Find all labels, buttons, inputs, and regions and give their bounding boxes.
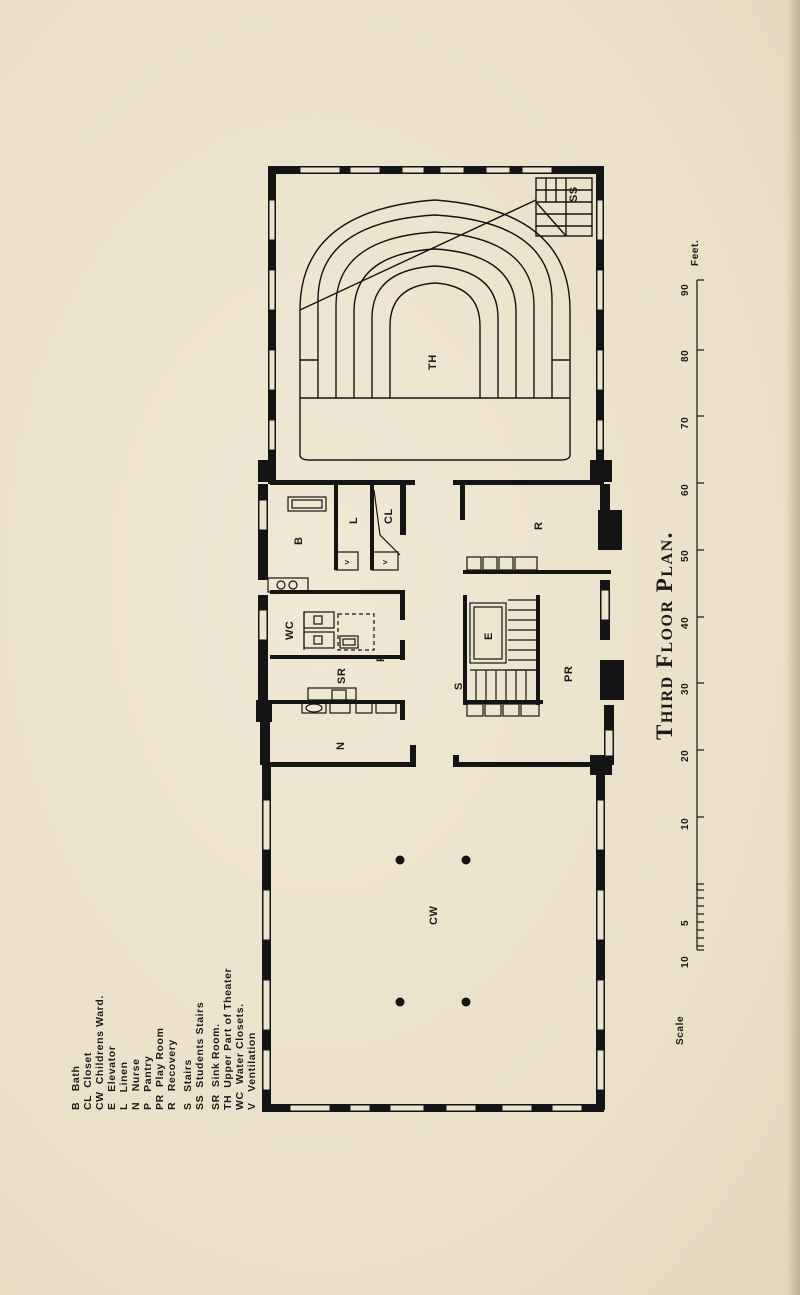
legend-item-ventilation: V Ventilation bbox=[246, 1032, 258, 1110]
interior-walls bbox=[270, 480, 611, 767]
scale-label: Scale bbox=[675, 1015, 686, 1045]
room-label-play-room: PR bbox=[563, 665, 575, 682]
room-label-bath: B bbox=[293, 536, 305, 545]
scale-tick-label: 10 bbox=[680, 817, 691, 830]
legend-item-recovery: R Recovery bbox=[166, 1039, 178, 1110]
scale-tick-label: 90 bbox=[680, 283, 691, 296]
scale-tick-label: 40 bbox=[680, 616, 691, 629]
scale-bar bbox=[696, 279, 704, 951]
scale-tick-label: 5 bbox=[680, 919, 691, 926]
outer-walls bbox=[256, 166, 624, 1112]
room-label-recovery: R bbox=[533, 521, 545, 530]
plan-title: Third Floor Plan. bbox=[652, 531, 677, 740]
legend-item-pantry: P Pantry bbox=[142, 1055, 154, 1110]
legend-item-linen: L Linen bbox=[118, 1061, 130, 1110]
scale-unit: Feet. bbox=[690, 239, 701, 266]
childrens-ward-columns bbox=[395, 855, 471, 1007]
theater-seating bbox=[299, 177, 593, 461]
scale-tick-label: 80 bbox=[680, 349, 691, 362]
scale-tick-label: 50 bbox=[680, 549, 691, 562]
legend-item-closet: CL Closet bbox=[82, 1052, 94, 1110]
legend-item-students-stairs: SS Students Stairs bbox=[194, 1001, 206, 1110]
page-edge-shadow bbox=[786, 0, 800, 1295]
room-label-linen: L bbox=[348, 516, 360, 524]
legend-item-elevator: E Elevator bbox=[106, 1045, 118, 1110]
room-label-stairs: S bbox=[453, 682, 465, 690]
legend-item-water-closets: WC Water Closets. bbox=[234, 1003, 246, 1110]
room-label-water-closets: WC bbox=[284, 620, 296, 640]
legend-item-stairs: S Stairs bbox=[182, 1059, 194, 1110]
room-label-childrens-ward: CW bbox=[428, 905, 440, 925]
scale-tick-label: 70 bbox=[680, 416, 691, 429]
room-label-students-stairs: SS bbox=[568, 186, 580, 202]
legend-item-sink-room: SR Sink Room. bbox=[210, 1023, 222, 1110]
scale-tick-label: 10 bbox=[680, 955, 691, 968]
legend-item-bath: B Bath bbox=[70, 1065, 82, 1110]
room-label-sink-room: SR bbox=[336, 667, 348, 684]
room-label-pantry: P bbox=[375, 654, 387, 662]
room-label-elevator: E bbox=[483, 632, 495, 640]
room-fixtures: > > bbox=[267, 489, 540, 717]
windows bbox=[258, 166, 614, 1112]
legend-item-play-room: PR Play Room bbox=[154, 1027, 166, 1110]
legend-item-nurse: N Nurse bbox=[130, 1058, 142, 1110]
scale-tick-label: 60 bbox=[680, 483, 691, 496]
svg-text:>: > bbox=[383, 558, 388, 567]
scale-tick-label: 20 bbox=[680, 749, 691, 762]
room-label-theater: TH bbox=[427, 354, 439, 370]
legend-item-childrens-ward: CW Childrens Ward. bbox=[94, 995, 106, 1110]
room-label-nurse: N bbox=[335, 741, 347, 750]
scale-tick-label: 30 bbox=[680, 682, 691, 695]
svg-text:>: > bbox=[345, 558, 350, 567]
room-label-closet: CL bbox=[383, 508, 395, 524]
legend-item-theater: TH Upper Part of Theater bbox=[222, 967, 234, 1110]
